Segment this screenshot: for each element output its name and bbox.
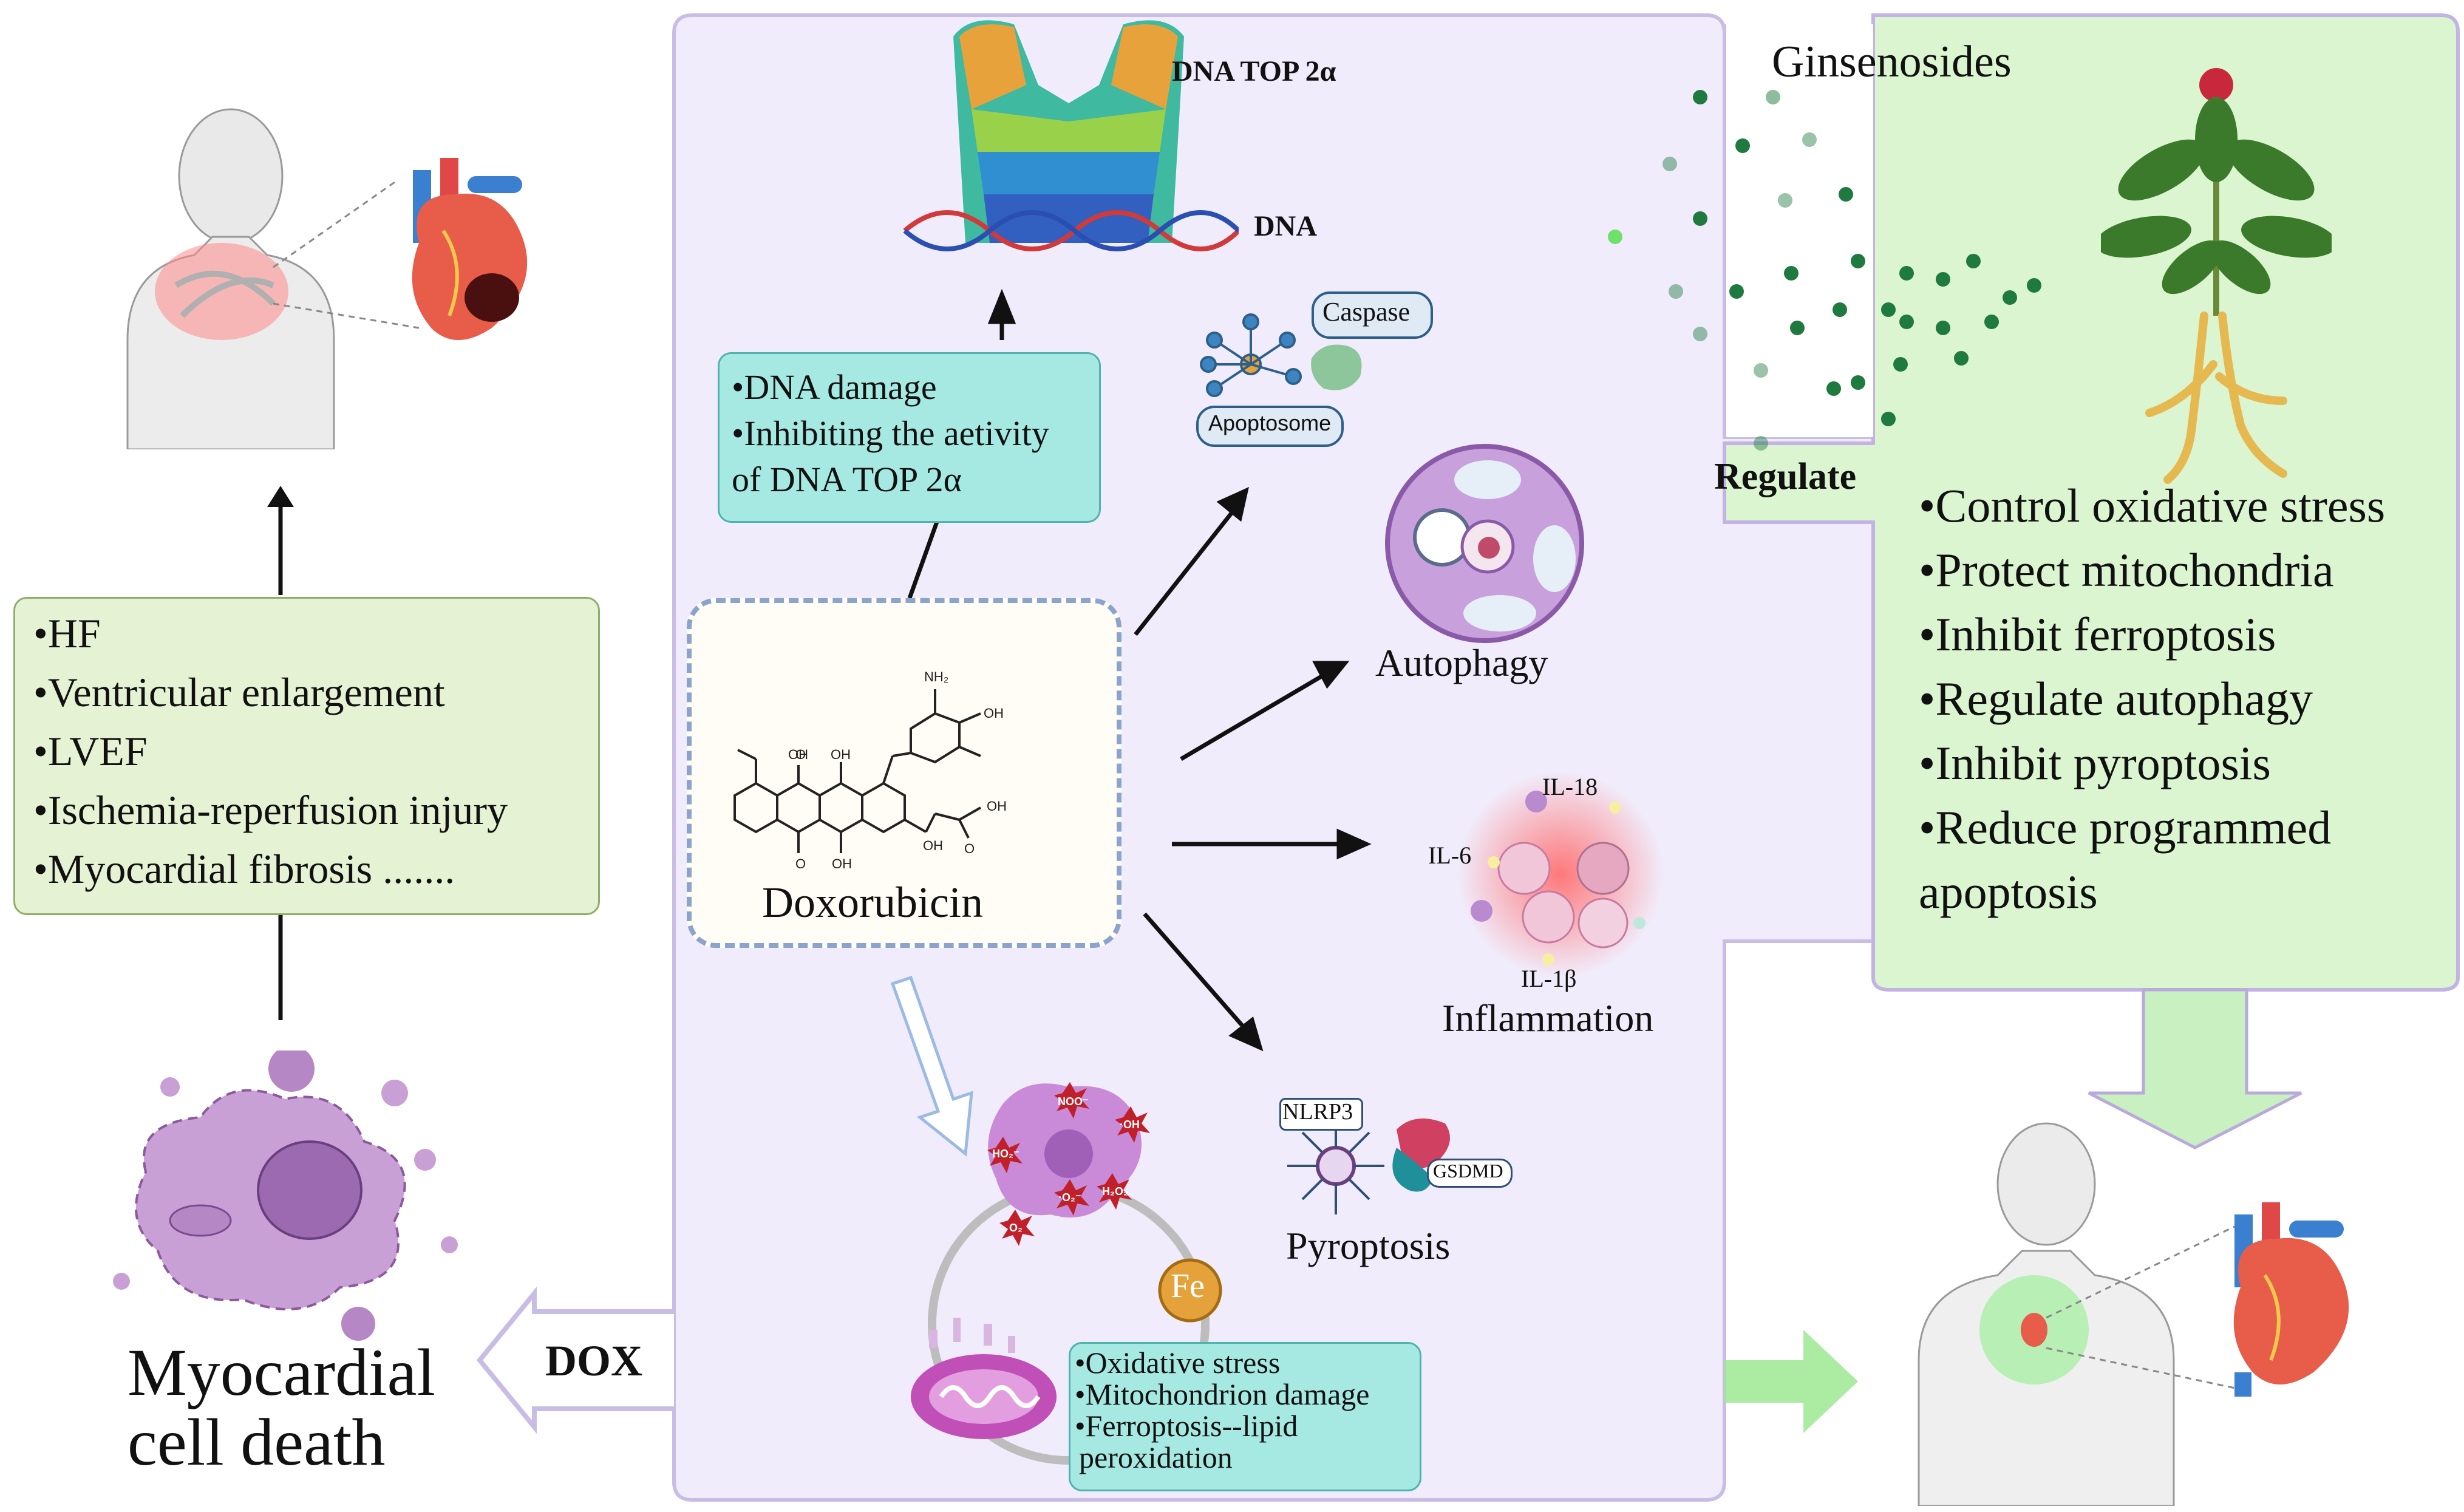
head: [178, 108, 284, 244]
caspase-label: Caspase: [1322, 297, 1411, 327]
ros-label: NOO⁻: [1058, 1095, 1089, 1108]
molecule-label: OH: [923, 838, 943, 853]
dna-damage-item-continued: of DNA TOP 2α: [732, 460, 962, 499]
healthy-heart-icon: [2233, 1202, 2349, 1397]
diseased-heart-icon: [412, 158, 528, 340]
doxorubicin-structure: NH₂ OH OH OH OH O O O OH OH: [733, 669, 1007, 871]
drug-name: Doxorubicin: [762, 878, 983, 927]
chest-pain-glow: [155, 243, 288, 340]
ros-label: H₂O₂: [1102, 1185, 1128, 1197]
effect-item: Reduce programmed: [1919, 795, 2385, 860]
dna-damage-list: DNA damage Inhibiting the aetivity: [732, 364, 1049, 457]
dna-topoisomerase-illustration: [903, 20, 1239, 251]
ginsenoside-dots: [1608, 90, 2041, 451]
symptom-item: HF: [33, 604, 508, 663]
fe-label: Fe: [1171, 1267, 1205, 1305]
molecule-label: O: [795, 747, 806, 762]
sick-person-illustration: [126, 108, 528, 449]
gsdmd-tag: [1427, 1159, 1513, 1188]
molecule-label: OH: [984, 706, 1004, 721]
dna-damage-item: DNA damage: [732, 364, 1049, 410]
ginseng-plant-illustration: [2101, 68, 2332, 484]
effect-item: Regulate autophagy: [1919, 667, 2385, 731]
regulate-label: Regulate: [1714, 456, 1857, 497]
effect-item: Inhibit pyroptosis: [1919, 731, 2385, 795]
molecule-label: OH: [788, 747, 808, 762]
inflammation-illustration: [1457, 771, 1664, 978]
cell-death-label-line1: Myocardial: [128, 1335, 436, 1409]
doxorubicin-box: [687, 598, 1121, 948]
ginsenosides-label: Ginsenosides: [1772, 37, 2012, 87]
mitochondrion-illustration: [911, 1318, 1057, 1439]
molecule-label: OH: [832, 856, 852, 871]
ferroptosis-arrow: [890, 975, 973, 1157]
ros-label: ·OH: [1120, 1119, 1140, 1131]
symptom-list: HF Ventricular enlargement LVEF Ischemia…: [33, 604, 508, 899]
healthy-person-illustration: [1918, 1122, 2349, 1506]
ferroptosis-item-continued: peroxidation: [1079, 1440, 1233, 1474]
ros-label: HO₂⁻: [992, 1148, 1019, 1160]
dna-damage-item: Inhibiting the aetivity: [732, 410, 1049, 457]
nlrp3-label: NLRP3: [1282, 1099, 1353, 1125]
molecule-label: OH: [987, 799, 1007, 814]
ros-cell-illustration: NOO⁻ HO₂⁻ ·OH H₂O₂ ·O₂⁻ O₂: [987, 1082, 1150, 1246]
ros-label: O₂: [1009, 1222, 1023, 1234]
ferroptosis-item: Ferroptosis--lipid: [1075, 1410, 1369, 1442]
molecule-label: NH₂: [924, 669, 948, 684]
ros-label: ·O₂⁻: [1058, 1191, 1081, 1204]
nlrp3-tag: [1279, 1098, 1363, 1131]
symptom-item: LVEF: [33, 722, 508, 781]
iron-icon: [1158, 1258, 1222, 1323]
dna-top-label: DNA TOP 2α: [1172, 55, 1336, 87]
pyroptosis-label: Pyroptosis: [1286, 1224, 1451, 1267]
symptom-item: Ventricular enlargement: [33, 663, 508, 722]
dox-arrow-label: DOX: [545, 1337, 642, 1385]
inflammation-label: Inflammation: [1442, 996, 1654, 1040]
effect-item: Control oxidative stress: [1919, 474, 2385, 538]
dying-cell-illustration: [113, 1051, 458, 1341]
apoptosome-tag: [1196, 406, 1344, 447]
mechanism-arrows: [907, 288, 1372, 1052]
caspase-tag: [1312, 291, 1433, 339]
effect-item: Protect mitochondria: [1919, 538, 2385, 602]
effect-item-continued: apoptosis: [1919, 865, 2098, 918]
symptom-item: Ischemia-reperfusion injury: [33, 781, 508, 840]
molecule-label: OH: [831, 747, 851, 762]
cytokine-label: IL-1β: [1521, 965, 1577, 992]
ferroptosis-list: Oxidative stress Mitochondrion damage Fe…: [1075, 1347, 1370, 1442]
dna-label: DNA: [1254, 210, 1317, 242]
cell-death-label-line2: cell death: [128, 1405, 386, 1479]
symptom-item: Myocardial fibrosis .......: [33, 840, 508, 899]
gsdmd-label: GSDMD: [1433, 1160, 1503, 1182]
autophagy-label: Autophagy: [1375, 641, 1548, 684]
ferroptosis-item: Mitochondrion damage: [1075, 1378, 1370, 1410]
molecule-label: O: [964, 841, 975, 856]
outcome-arrow: [1724, 1330, 1858, 1433]
improve-arrow: [2088, 988, 2302, 1149]
apoptosome-illustration: [1200, 313, 1362, 397]
ginsenoside-effects-list: Control oxidative stress Protect mitocho…: [1919, 474, 2385, 860]
apoptosome-label: Apoptosome: [1208, 410, 1332, 435]
effect-item: Inhibit ferroptosis: [1919, 602, 2385, 667]
dox-arrow: [476, 1286, 674, 1434]
ferroptosis-item: Oxidative stress: [1075, 1347, 1369, 1378]
cytokine-label: IL-6: [1428, 842, 1472, 869]
cytokine-label: IL-18: [1542, 773, 1598, 800]
autophagy-illustration: [1385, 444, 1584, 643]
molecule-label: O: [795, 856, 806, 871]
